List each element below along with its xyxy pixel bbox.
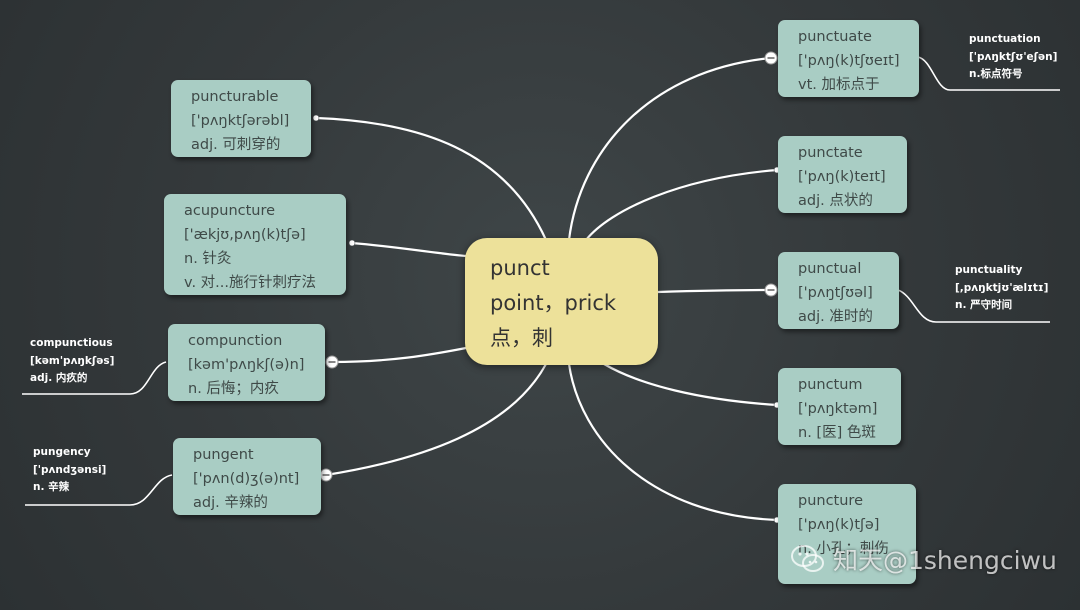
node-word: puncture	[798, 493, 863, 509]
collapse-knob-punctuate[interactable]	[764, 51, 778, 65]
note-link-punctuality	[897, 289, 1050, 323]
connector-compunction	[330, 346, 468, 364]
connector-punctual	[656, 288, 773, 294]
node-word: acupuncture	[184, 203, 276, 219]
node-definition: adj. 准时的	[798, 309, 873, 325]
note-definition: n. 严守时间	[955, 299, 1013, 311]
node-phonetic: [kəm'pʌŋkʃ(ə)n]	[188, 357, 305, 373]
note-punctuality: punctuality [,pʌŋktjʊ'ælɪtɪ] n. 严守时间	[955, 262, 1048, 315]
node-punctuate[interactable]: punctuate ['pʌŋ(k)tʃʊeɪt] vt. 加标点于	[778, 20, 919, 97]
connector-dot	[348, 239, 356, 247]
center-meaning-en: point，prick	[490, 291, 617, 315]
note-definition: n. 辛辣	[33, 481, 70, 493]
node-pungent[interactable]: pungent ['pʌn(d)ʒ(ə)nt] adj. 辛辣的	[173, 438, 321, 515]
node-phonetic: ['pʌŋ(k)tʃʊeɪt]	[798, 53, 900, 69]
collapse-knob-pungent[interactable]	[319, 468, 333, 482]
center-meaning-zh: 点，刺	[490, 326, 553, 350]
note-phonetic: [,pʌŋktjʊ'ælɪtɪ]	[955, 281, 1049, 294]
connector-puncture	[567, 362, 779, 522]
node-word: puncturable	[191, 89, 279, 105]
note-link-punctuation	[917, 56, 1060, 91]
center-root: punct	[490, 256, 550, 280]
note-word: compunctious	[30, 337, 113, 349]
note-phonetic: ['pʌndʒənsi]	[33, 463, 107, 476]
node-punctual[interactable]: punctual ['pʌŋtʃʊəl] adj. 准时的	[778, 252, 899, 329]
connector-punctum	[602, 362, 779, 407]
node-phonetic: ['pʌn(d)ʒ(ə)nt]	[193, 471, 300, 487]
collapse-knob-compunction[interactable]	[325, 355, 339, 369]
node-word: pungent	[193, 447, 254, 463]
node-word: punctuate	[798, 29, 872, 45]
note-phonetic: [kəm'pʌŋkʃəs]	[30, 354, 115, 367]
node-phonetic: ['pʌŋtʃʊəl]	[798, 285, 873, 301]
note-word: punctuality	[955, 264, 1023, 276]
node-definition: n. 小孔；刺伤	[798, 541, 889, 557]
node-punctate[interactable]: punctate ['pʌŋ(k)teɪt] adj. 点状的	[778, 136, 907, 213]
node-phonetic: ['pʌŋktʃərəbl]	[191, 113, 290, 129]
note-word: pungency	[33, 446, 91, 458]
node-puncturable[interactable]: puncturable ['pʌŋktʃərəbl] adj. 可刺穿的	[171, 80, 311, 157]
node-word: punctum	[798, 377, 863, 393]
node-definition: adj. 辛辣的	[193, 495, 268, 511]
node-definition: n. 针灸	[184, 251, 232, 267]
node-definition: adj. 可刺穿的	[191, 137, 281, 153]
connector-dot	[312, 114, 320, 122]
node-phonetic: ['pʌŋktəm]	[798, 401, 878, 417]
note-pungency: pungency ['pʌndʒənsi] n. 辛辣	[33, 444, 106, 497]
node-word: punctual	[798, 261, 862, 277]
node-definition: n. 后悔；内疚	[188, 381, 279, 397]
node-word: punctate	[798, 145, 863, 161]
center-node-punct[interactable]: punct point，prick 点，刺	[465, 238, 658, 365]
node-word: compunction	[188, 333, 283, 349]
connector-puncturable	[314, 116, 548, 242]
node-definition: adj. 点状的	[798, 193, 873, 209]
note-compunctious: compunctious [kəm'pʌŋkʃəs] adj. 内疚的	[30, 335, 114, 388]
node-punctum[interactable]: punctum ['pʌŋktəm] n. [医] 色斑	[778, 368, 901, 445]
node-acupuncture[interactable]: acupuncture ['ækjʊ,pʌŋ(k)tʃə] n. 针灸 v. 对…	[164, 194, 346, 295]
note-link-pungency	[25, 474, 173, 506]
node-phonetic: ['pʌŋ(k)teɪt]	[798, 169, 886, 185]
connector-punctuate	[567, 56, 773, 242]
collapse-knob-punctual[interactable]	[764, 283, 778, 297]
node-definition: vt. 加标点于	[798, 77, 880, 93]
connector-pungent	[324, 362, 548, 477]
node-compunction[interactable]: compunction [kəm'pʌŋkʃ(ə)n] n. 后悔；内疚	[168, 324, 325, 401]
note-definition: adj. 内疚的	[30, 372, 88, 384]
note-link-compunctious	[22, 361, 167, 395]
note-definition: n.标点符号	[969, 68, 1023, 80]
node-definition: v. 对...施行针刺疗法	[184, 275, 317, 291]
watermark-text: 知天@1shengciwu	[833, 546, 1057, 575]
note-word: punctuation	[969, 33, 1041, 45]
connector-acupuncture	[350, 241, 468, 258]
node-phonetic: ['ækjʊ,pʌŋ(k)tʃə]	[184, 227, 306, 243]
note-punctuation: punctuation ['pʌŋktʃʊ'eʃən] n.标点符号	[969, 31, 1057, 84]
watermark: 知天@1shengciwu	[791, 541, 1057, 577]
node-phonetic: ['pʌŋ(k)tʃə]	[798, 517, 880, 533]
connector-punctate	[584, 168, 779, 242]
node-puncture[interactable]: puncture ['pʌŋ(k)tʃə] n. 小孔；刺伤	[778, 484, 916, 584]
node-definition: n. [医] 色斑	[798, 425, 876, 441]
wechat-icon	[791, 545, 824, 572]
note-phonetic: ['pʌŋktʃʊ'eʃən]	[969, 50, 1058, 63]
